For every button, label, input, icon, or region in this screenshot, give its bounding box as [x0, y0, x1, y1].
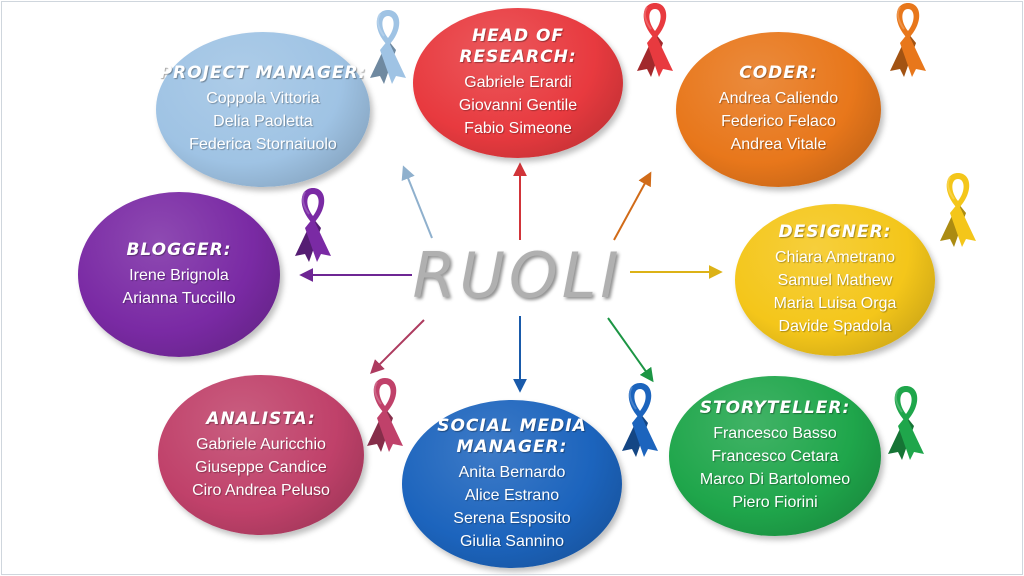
member-name: Anita Bernardo — [458, 463, 566, 481]
member-name: Piero Fiorini — [732, 494, 818, 511]
green-ribbon-icon — [888, 386, 924, 460]
member-list: Anita Bernardo Alice Estrano Serena Espo… — [453, 461, 570, 553]
arrow-storyteller — [607, 317, 654, 383]
role-title: BLOGGER: — [126, 239, 232, 260]
yellow-ribbon-icon — [940, 173, 976, 247]
role-coder: CODER: Andrea Caliendo Federico Felaco A… — [676, 32, 881, 187]
member-name: Federico Felaco — [721, 113, 836, 130]
member-name: Gabriele Erardi — [464, 74, 572, 91]
member-name: Giulia Sannino — [459, 532, 565, 550]
role-designer: DESIGNER: Chiara Ametrano Samuel Mathew … — [735, 204, 935, 356]
member-list: Gabriele Auricchio Giuseppe Candice Ciro… — [192, 433, 330, 502]
red-ribbon-icon — [637, 3, 673, 77]
member-name: Coppola Vittoria — [206, 90, 320, 107]
member-name: Alice Estrano — [464, 486, 560, 504]
member-name: Fabio Simeone — [464, 120, 572, 137]
arrow-coder — [613, 171, 652, 241]
member-name: Serena Esposito — [453, 509, 571, 527]
member-name: Delia Paoletta — [213, 113, 313, 130]
burgundy-ribbon-icon — [367, 378, 403, 452]
role-title: PROJECT MANAGER: — [159, 63, 367, 83]
purple-ribbon-icon — [295, 188, 331, 262]
member-list: Irene Brignola Arianna Tuccillo — [123, 264, 236, 310]
role-project-manager: PROJECT MANAGER: Coppola Vittoria Delia … — [156, 32, 370, 187]
member-name: Ciro Andrea Peluso — [192, 481, 330, 499]
member-name: Francesco Basso — [713, 425, 837, 442]
arrow-project-manager — [401, 165, 433, 239]
role-analista: ANALISTA: Gabriele Auricchio Giuseppe Ca… — [158, 375, 364, 535]
role-title: ANALISTA: — [206, 408, 316, 429]
role-title: CODER: — [739, 63, 818, 83]
role-storyteller: STORYTELLER: Francesco Basso Francesco C… — [669, 376, 881, 536]
orange-ribbon-icon — [890, 3, 926, 77]
member-name: Davide Spadola — [778, 318, 892, 335]
member-list: Gabriele Erardi Giovanni Gentile Fabio S… — [459, 71, 577, 140]
member-name: Federica Stornaiuolo — [189, 136, 337, 153]
member-name: Maria Luisa Orga — [773, 295, 897, 312]
member-list: Francesco Basso Francesco Cetara Marco D… — [700, 422, 850, 514]
member-name: Gabriele Auricchio — [196, 435, 326, 453]
member-name: Andrea Caliendo — [718, 90, 839, 107]
member-name: Chiara Ametrano — [774, 249, 896, 266]
member-list: Andrea Caliendo Federico Felaco Andrea V… — [719, 87, 838, 156]
role-title: STORYTELLER: — [699, 398, 851, 418]
member-name: Samuel Mathew — [777, 272, 893, 289]
role-title: HEAD OF RESEARCH: — [459, 26, 577, 67]
role-blogger: BLOGGER: Irene Brignola Arianna Tuccillo — [78, 192, 280, 357]
role-title: SOCIAL MEDIA MANAGER: — [437, 415, 587, 457]
blue-ribbon-icon — [622, 383, 658, 457]
member-name: Francesco Cetara — [711, 448, 839, 465]
member-list: Chiara Ametrano Samuel Mathew Maria Luis… — [774, 246, 897, 338]
role-title: DESIGNER: — [778, 222, 892, 242]
member-list: Coppola Vittoria Delia Paoletta Federica… — [189, 87, 337, 156]
center-title: RUOLI — [412, 239, 623, 312]
member-name: Arianna Tuccillo — [122, 289, 236, 307]
role-social-media-manager: SOCIAL MEDIA MANAGER: Anita Bernardo Ali… — [402, 400, 622, 568]
member-name: Andrea Vitale — [730, 136, 827, 153]
role-head-of-research: HEAD OF RESEARCH: Gabriele Erardi Giovan… — [413, 8, 623, 158]
member-name: Marco Di Bartolomeo — [699, 471, 851, 488]
light-blue-ribbon-icon — [370, 10, 406, 84]
member-name: Giuseppe Candice — [195, 458, 327, 476]
member-name: Giovanni Gentile — [458, 97, 578, 114]
arrow-analista — [370, 319, 425, 374]
member-name: Irene Brignola — [129, 266, 229, 284]
